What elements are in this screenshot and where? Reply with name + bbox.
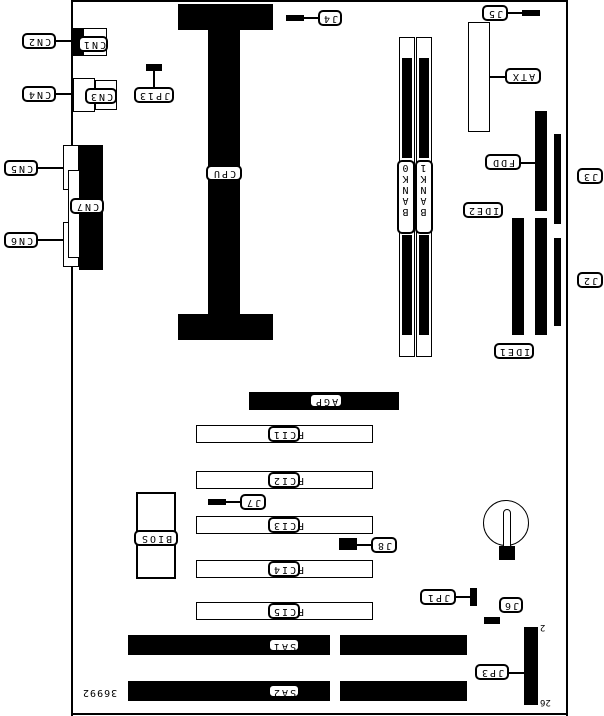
j7-leader xyxy=(226,501,240,503)
fdd-connector xyxy=(535,111,547,211)
jp13-label: JP13 xyxy=(134,87,174,103)
cn6-leader xyxy=(38,239,63,241)
j2-label: J2 xyxy=(577,272,603,288)
bios-label: BIOS xyxy=(134,530,178,546)
bank1-label: BANK1 xyxy=(415,160,433,234)
j7-jumper xyxy=(208,499,226,505)
cn3-label: CN3 xyxy=(85,88,117,104)
cpu-slot-bottom-bracket xyxy=(178,314,273,340)
jp1-leader xyxy=(456,596,470,598)
j6-label: J6 xyxy=(499,597,523,613)
atx-leader xyxy=(490,76,505,78)
j8-jumper xyxy=(339,538,357,550)
cn2-leader xyxy=(56,40,73,42)
isa1-slot-secondary xyxy=(340,635,467,655)
j7-label: J7 xyxy=(240,494,266,510)
board-edge-top xyxy=(72,0,568,2)
isa2-label: ISA2 xyxy=(268,684,304,698)
fdd-leader xyxy=(521,162,535,164)
j5-leader xyxy=(508,12,522,14)
j8-label: J8 xyxy=(371,537,397,553)
bank0-label: BANK0 xyxy=(397,160,415,234)
j4-label: J4 xyxy=(318,10,342,26)
ide1-label: IDE1 xyxy=(494,343,534,359)
cn7-label: CN7 xyxy=(70,198,104,214)
j5-jumper xyxy=(522,10,540,16)
board-edge-bottom xyxy=(71,713,568,715)
j3-header xyxy=(554,134,561,224)
cn6-label: CN6 xyxy=(4,232,38,248)
atx-label: ATX xyxy=(505,68,541,84)
jp3-pin-first: 2 xyxy=(540,622,546,632)
j5-label: J5 xyxy=(482,5,508,21)
cn5-label: CN5 xyxy=(4,160,38,176)
board-edge-left xyxy=(71,0,73,716)
cpu-label: CPU xyxy=(206,165,242,181)
jp3-header xyxy=(524,627,538,705)
cn1-label: CN1 xyxy=(78,36,108,52)
jp1-label: JP1 xyxy=(420,589,456,605)
cn4-label: CN4 xyxy=(22,86,56,102)
jp3-leader xyxy=(509,672,524,674)
pci2-label: PCI2 xyxy=(268,472,304,488)
j3-label: J3 xyxy=(577,168,603,184)
isa2-slot-secondary xyxy=(340,681,467,701)
jp3-pin-last: 26 xyxy=(540,697,551,707)
battery-clip xyxy=(503,509,511,549)
cn2-label: CN2 xyxy=(22,33,56,49)
pci5-label: PCI5 xyxy=(268,603,304,619)
figure-number: 36992 xyxy=(82,687,118,698)
jp13-jumper xyxy=(146,64,162,71)
pci1-label: PCI1 xyxy=(268,426,304,442)
j4-leader xyxy=(304,17,318,19)
bank0-pins-upper xyxy=(402,58,412,158)
j4-jumper xyxy=(286,15,304,21)
j2-header xyxy=(554,238,561,326)
ide1-connector xyxy=(535,218,547,335)
isa1-label: ISA1 xyxy=(268,638,304,652)
ide2-label: IDE2 xyxy=(463,202,503,218)
jp1-jumper xyxy=(470,588,477,606)
pci3-label: PCI3 xyxy=(268,517,304,533)
bank1-pins-upper xyxy=(419,58,429,158)
cpu-slot-top-bracket xyxy=(178,4,273,30)
agp-label: AGP xyxy=(309,393,343,408)
cn5-leader xyxy=(38,167,63,169)
jp3-label: JP3 xyxy=(475,664,509,680)
fdd-label: FDD xyxy=(485,154,521,170)
ide2-connector xyxy=(512,218,524,335)
jp13-leader xyxy=(153,71,155,87)
bank1-pins-lower xyxy=(419,235,429,335)
j6-jumper xyxy=(484,617,500,624)
bank0-pins-lower xyxy=(402,235,412,335)
board-edge-right xyxy=(566,0,568,716)
pci4-label: PCI4 xyxy=(268,561,304,577)
j8-leader xyxy=(357,544,371,546)
atx-connector xyxy=(468,22,490,132)
cn4-leader xyxy=(56,93,73,95)
battery-clip-base xyxy=(499,546,515,560)
